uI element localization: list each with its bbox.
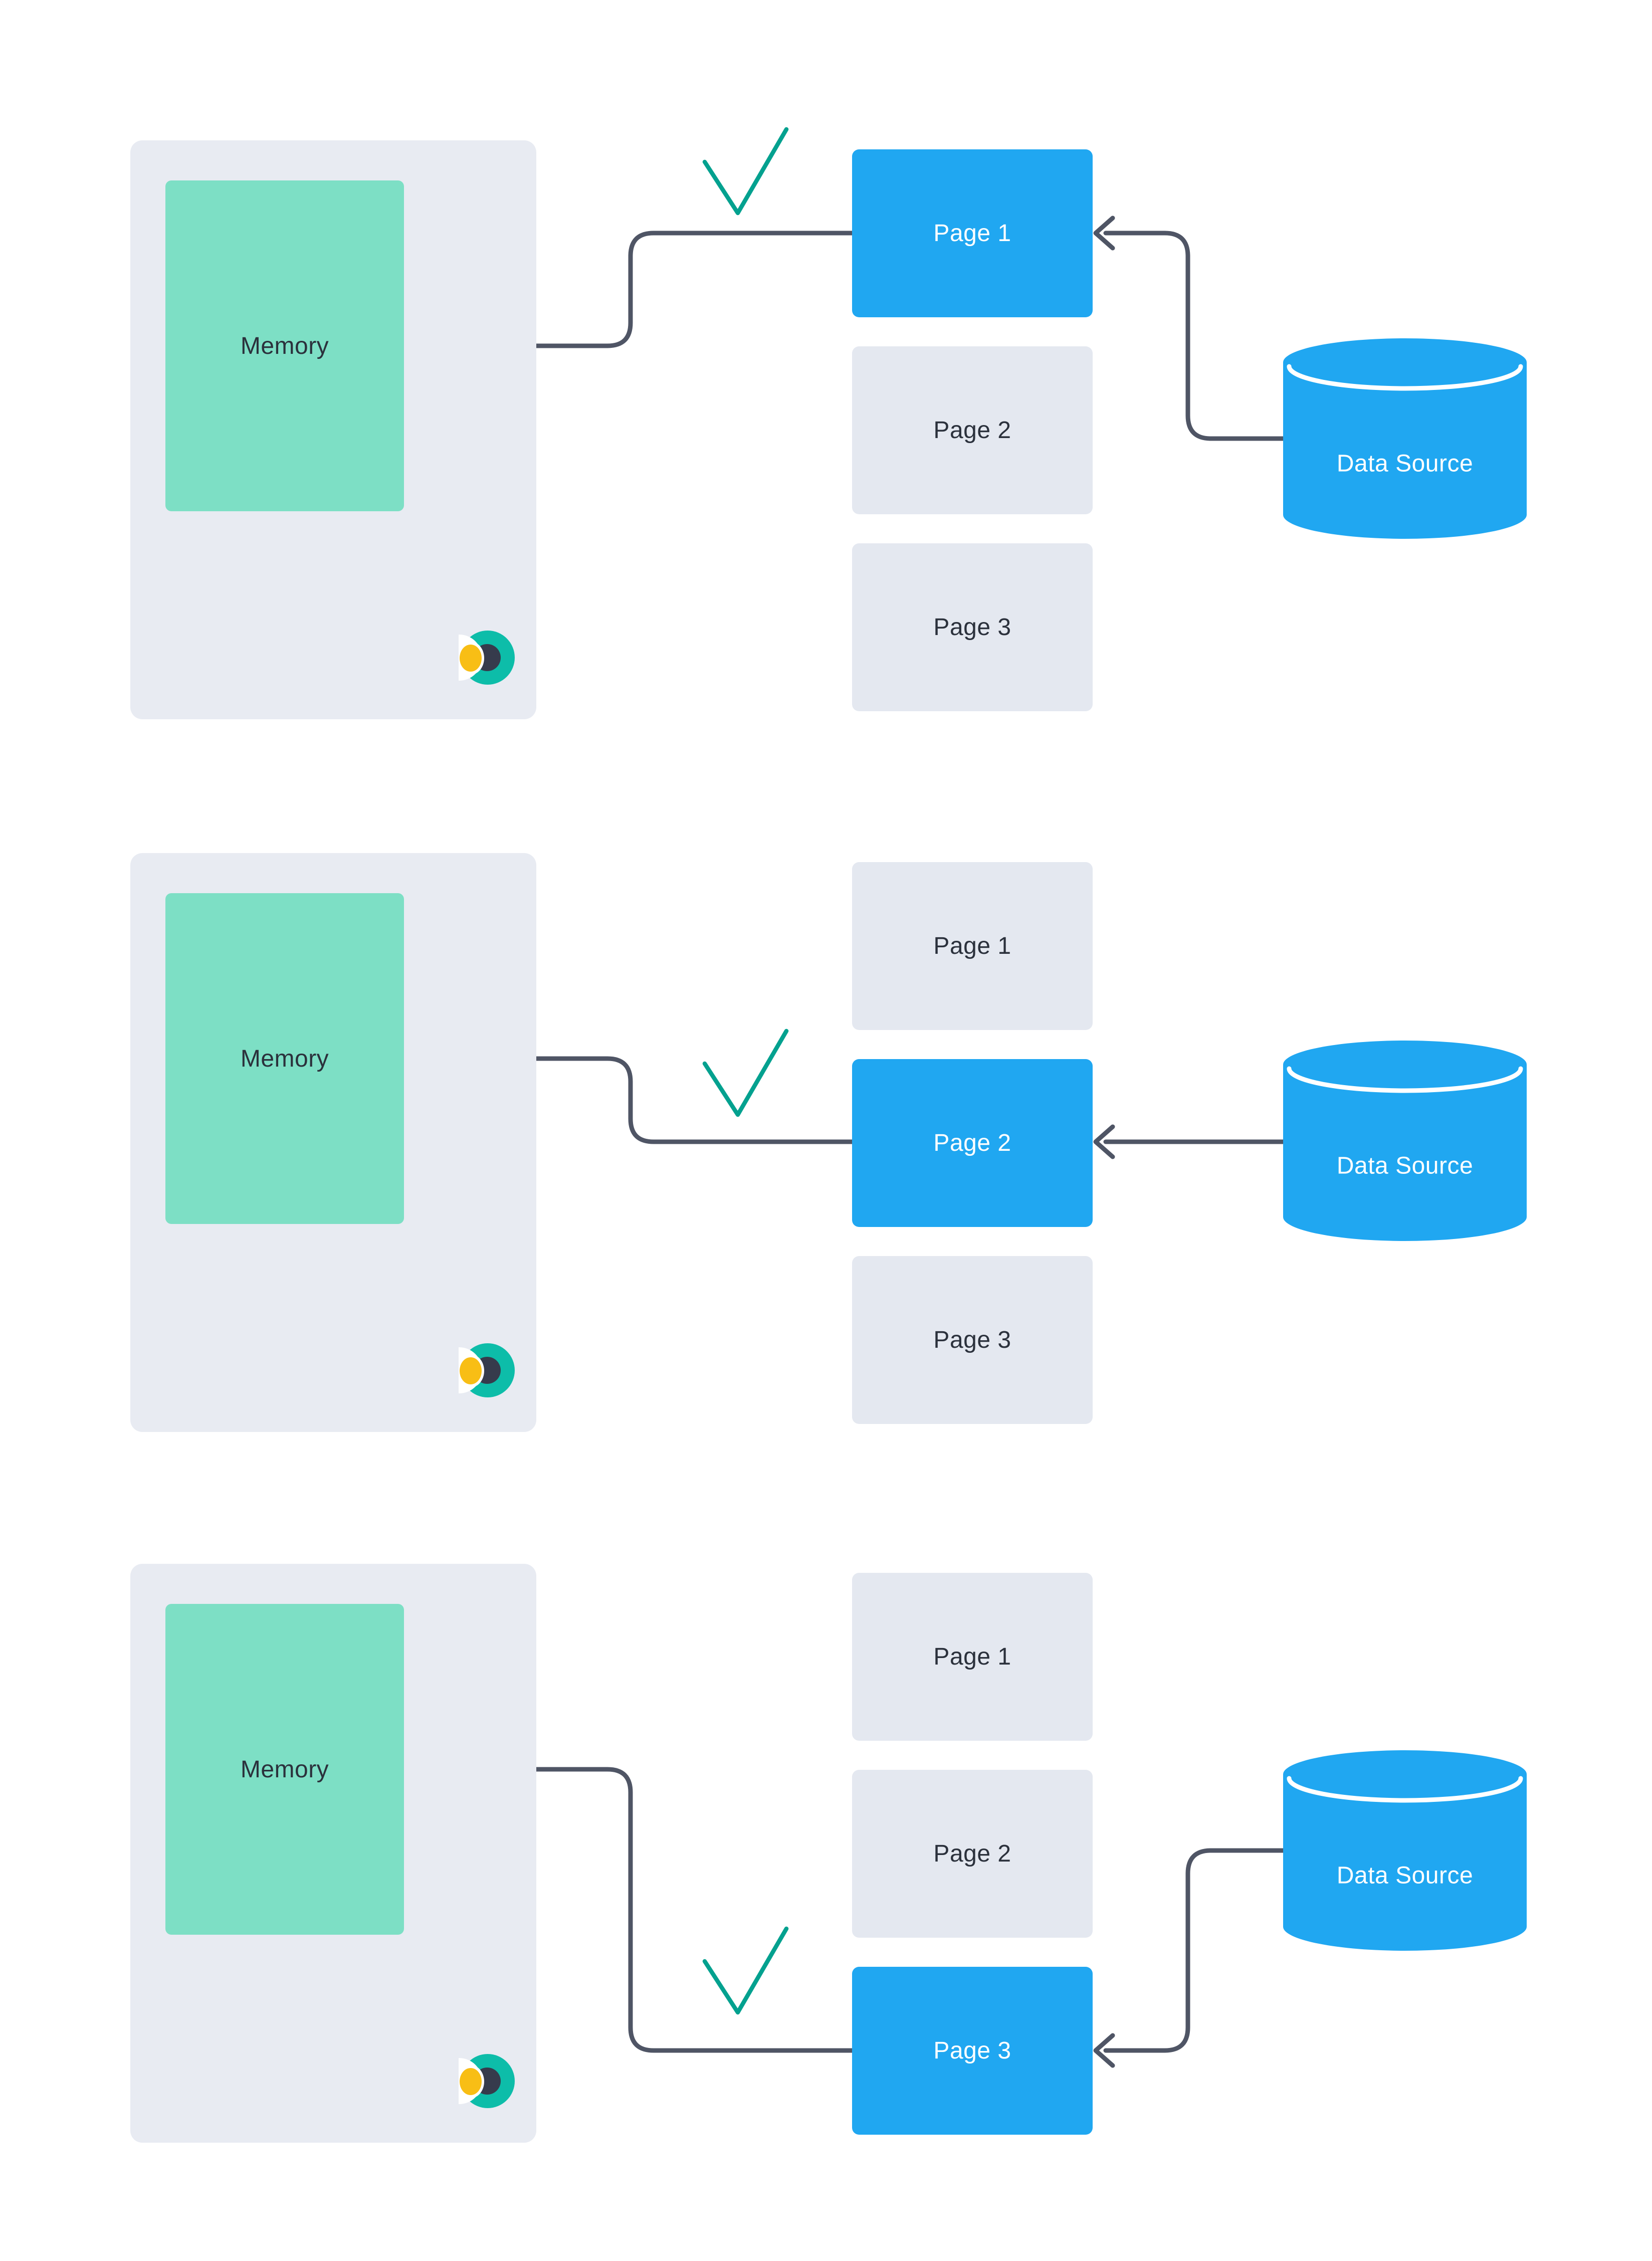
page-label: Page 2 (933, 417, 1011, 444)
data-source-cylinder: Data Source (1283, 338, 1527, 539)
page-1-box: Page 1 (852, 1573, 1093, 1741)
brand-logo-icon (459, 1343, 515, 1397)
memory-container: Memory (130, 140, 536, 719)
database-icon (1283, 1750, 1527, 1951)
page-1-box: Page 1 (852, 149, 1093, 317)
page-label: Page 1 (933, 933, 1011, 959)
page-label: Page 1 (933, 220, 1011, 247)
arrow-datasource-to-page1 (1103, 231, 1287, 441)
page-3-box: Page 3 (852, 543, 1093, 711)
memory-box: Memory (165, 1604, 404, 1935)
page-label: Page 1 (933, 1643, 1011, 1670)
memory-box: Memory (165, 893, 404, 1224)
page-label: Page 3 (933, 1327, 1011, 1353)
page-label: Page 3 (933, 2037, 1011, 2064)
database-icon (1283, 1041, 1527, 1241)
data-source-label: Data Source (1336, 1862, 1474, 1889)
data-source-label: Data Source (1336, 450, 1474, 477)
page-2-box: Page 2 (852, 1059, 1093, 1227)
arrow-datasource-to-page3 (1103, 1848, 1287, 2053)
data-source-label: Data Source (1336, 1152, 1474, 1179)
page-1-box: Page 1 (852, 862, 1093, 1030)
memory-label: Memory (240, 332, 329, 359)
row-2-connectors (404, 1029, 1287, 1159)
checkmark-icon (702, 1029, 789, 1117)
page-3-box: Page 3 (852, 1967, 1093, 2135)
memory-label: Memory (240, 1756, 329, 1783)
database-icon (1283, 338, 1527, 539)
page-label: Page 2 (933, 1130, 1011, 1156)
page-label: Page 3 (933, 614, 1011, 641)
memory-container: Memory (130, 1564, 536, 2143)
page-label: Page 2 (933, 1840, 1011, 1867)
row-3-connectors (404, 1752, 1287, 2068)
data-source-cylinder: Data Source (1283, 1041, 1527, 1241)
arrowhead-icon (1093, 2033, 1115, 2068)
page-3-box: Page 3 (852, 1256, 1093, 1424)
arrowhead-icon (1093, 1124, 1115, 1159)
brand-logo-icon (459, 631, 515, 685)
brand-logo-icon (459, 2054, 515, 2108)
checkmark-icon (702, 127, 789, 216)
checkmark-icon (702, 1926, 789, 2015)
arrowhead-icon (1093, 216, 1115, 251)
page-2-box: Page 2 (852, 346, 1093, 514)
page-2-box: Page 2 (852, 1770, 1093, 1938)
data-source-cylinder: Data Source (1283, 1750, 1527, 1951)
memory-label: Memory (240, 1045, 329, 1072)
memory-container: Memory (130, 853, 536, 1432)
row-1-connectors (404, 127, 1287, 441)
memory-box: Memory (165, 180, 404, 511)
